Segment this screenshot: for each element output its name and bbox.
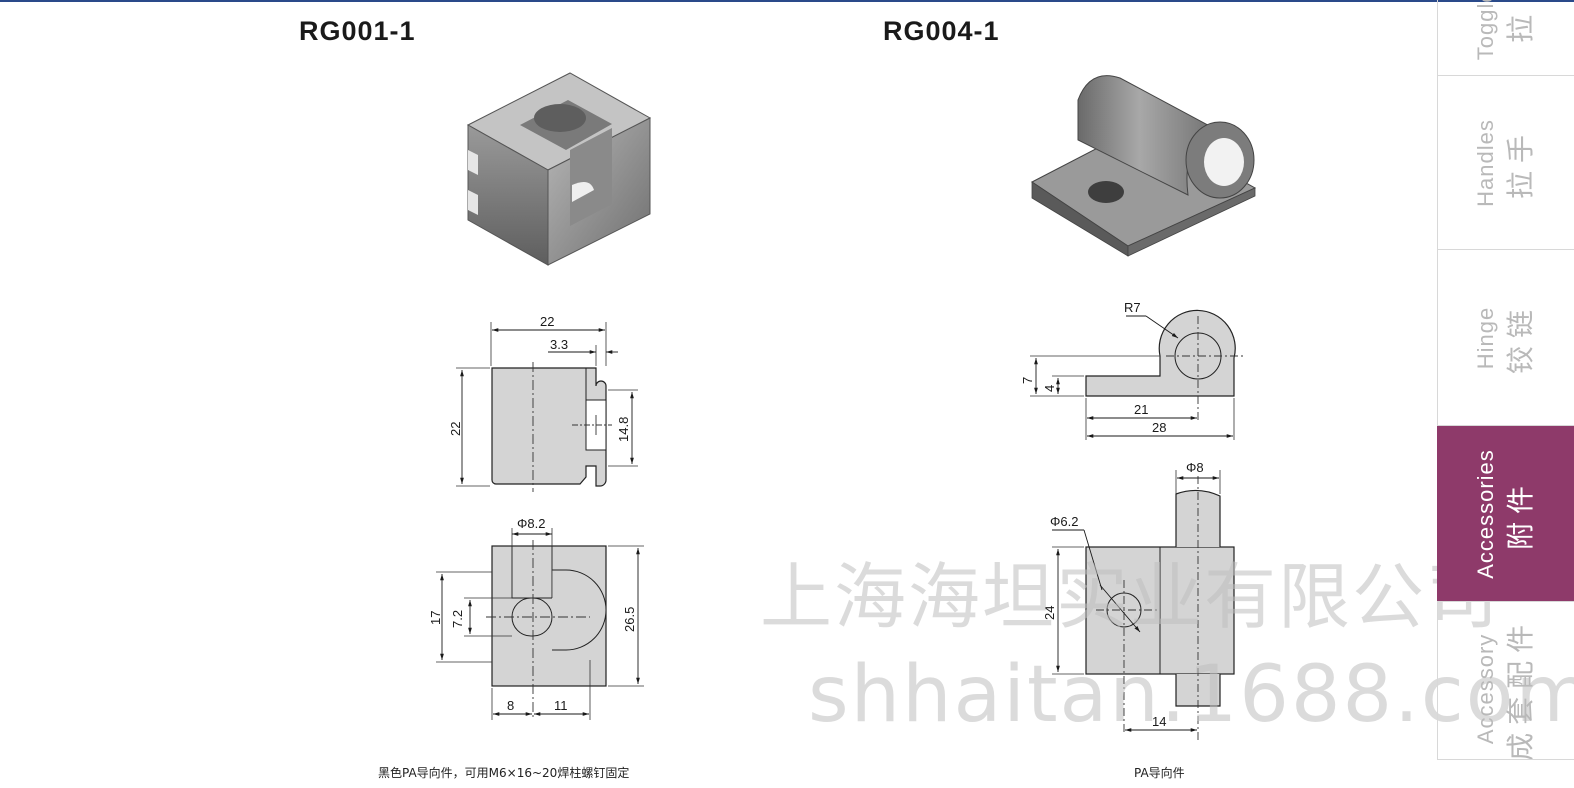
- dim-phi-8-2: Φ8.2: [517, 516, 545, 531]
- sidebar-item-accessories[interactable]: Accessories 附件: [1437, 426, 1574, 602]
- dim-26-5: 26.5: [622, 607, 637, 632]
- product-title-rg004: RG004-1: [883, 16, 1000, 46]
- dim-21: 21: [1134, 402, 1148, 417]
- rg001-top-view: Φ8.2 17 7.2 26.5 8 11: [428, 516, 644, 720]
- rg004-top-view: Φ6.2 Φ8 24 14: [1042, 460, 1235, 740]
- dim-14-8: 14.8: [616, 417, 631, 442]
- dim-7-2: 7.2: [450, 610, 465, 628]
- dim-28: 28: [1152, 420, 1166, 435]
- dim-24: 24: [1042, 606, 1057, 620]
- sidebar-item-label-en: Hinge: [1473, 306, 1498, 369]
- dim-3-3: 3.3: [550, 337, 568, 352]
- sidebar-item-label-en: Handles: [1473, 118, 1498, 207]
- sidebar-item-label-cn: 成套配件: [1504, 616, 1537, 760]
- technical-drawings: 22 3.3 22 14.8 Φ8.2 17 7.2 26.5 8: [428, 72, 1257, 740]
- sidebar-item-label-en: Toggle: [1473, 0, 1498, 60]
- caption-rg001: 黑色PA导向件，可用M6×16~20焊柱螺钉固定: [378, 766, 630, 780]
- sidebar-item-label-cn: 拉: [1504, 6, 1537, 43]
- category-sidebar: Toggle 拉 Handles 拉手 Hinge 铰链 Accessories…: [1437, 0, 1574, 760]
- sidebar-item-label-cn: 附件: [1503, 477, 1537, 550]
- rg004-3d-render: [1031, 75, 1257, 257]
- dim-22-left: 22: [448, 422, 463, 436]
- dim-11: 11: [554, 698, 568, 713]
- sidebar-item-hinge[interactable]: Hinge 铰链: [1437, 250, 1574, 426]
- sidebar-item-toggle[interactable]: Toggle 拉: [1437, 0, 1574, 76]
- dim-4-side: 4: [1042, 385, 1057, 392]
- dim-17: 17: [428, 611, 443, 625]
- dim-r7: R7: [1124, 300, 1141, 315]
- dim-14: 14: [1152, 714, 1166, 729]
- dim-8: 8: [507, 698, 514, 713]
- sidebar-item-label-en: Accessories: [1472, 448, 1498, 579]
- dim-phi-6-2: Φ6.2: [1050, 514, 1078, 529]
- sidebar-item-label-cn: 拉手: [1504, 126, 1537, 199]
- rg004-side-view: R7 7 4 21 28: [1020, 300, 1246, 440]
- rg001-3d-render: [466, 72, 652, 266]
- rg001-front-view: 22 3.3 22 14.8: [448, 314, 638, 492]
- product-title-rg001: RG001-1: [299, 16, 416, 46]
- dim-22-top: 22: [540, 314, 554, 329]
- sidebar-item-label-cn: 铰链: [1504, 301, 1537, 374]
- dim-7-side: 7: [1020, 377, 1035, 384]
- sidebar-item-label-en: Accessory: [1473, 633, 1498, 744]
- caption-rg004: PA导向件: [1134, 766, 1185, 780]
- sidebar-item-accessory[interactable]: Accessory 成套配件: [1437, 602, 1574, 760]
- dim-phi-8: Φ8: [1186, 460, 1204, 475]
- top-border-line: [0, 0, 1574, 2]
- sidebar-item-handles[interactable]: Handles 拉手: [1437, 76, 1574, 250]
